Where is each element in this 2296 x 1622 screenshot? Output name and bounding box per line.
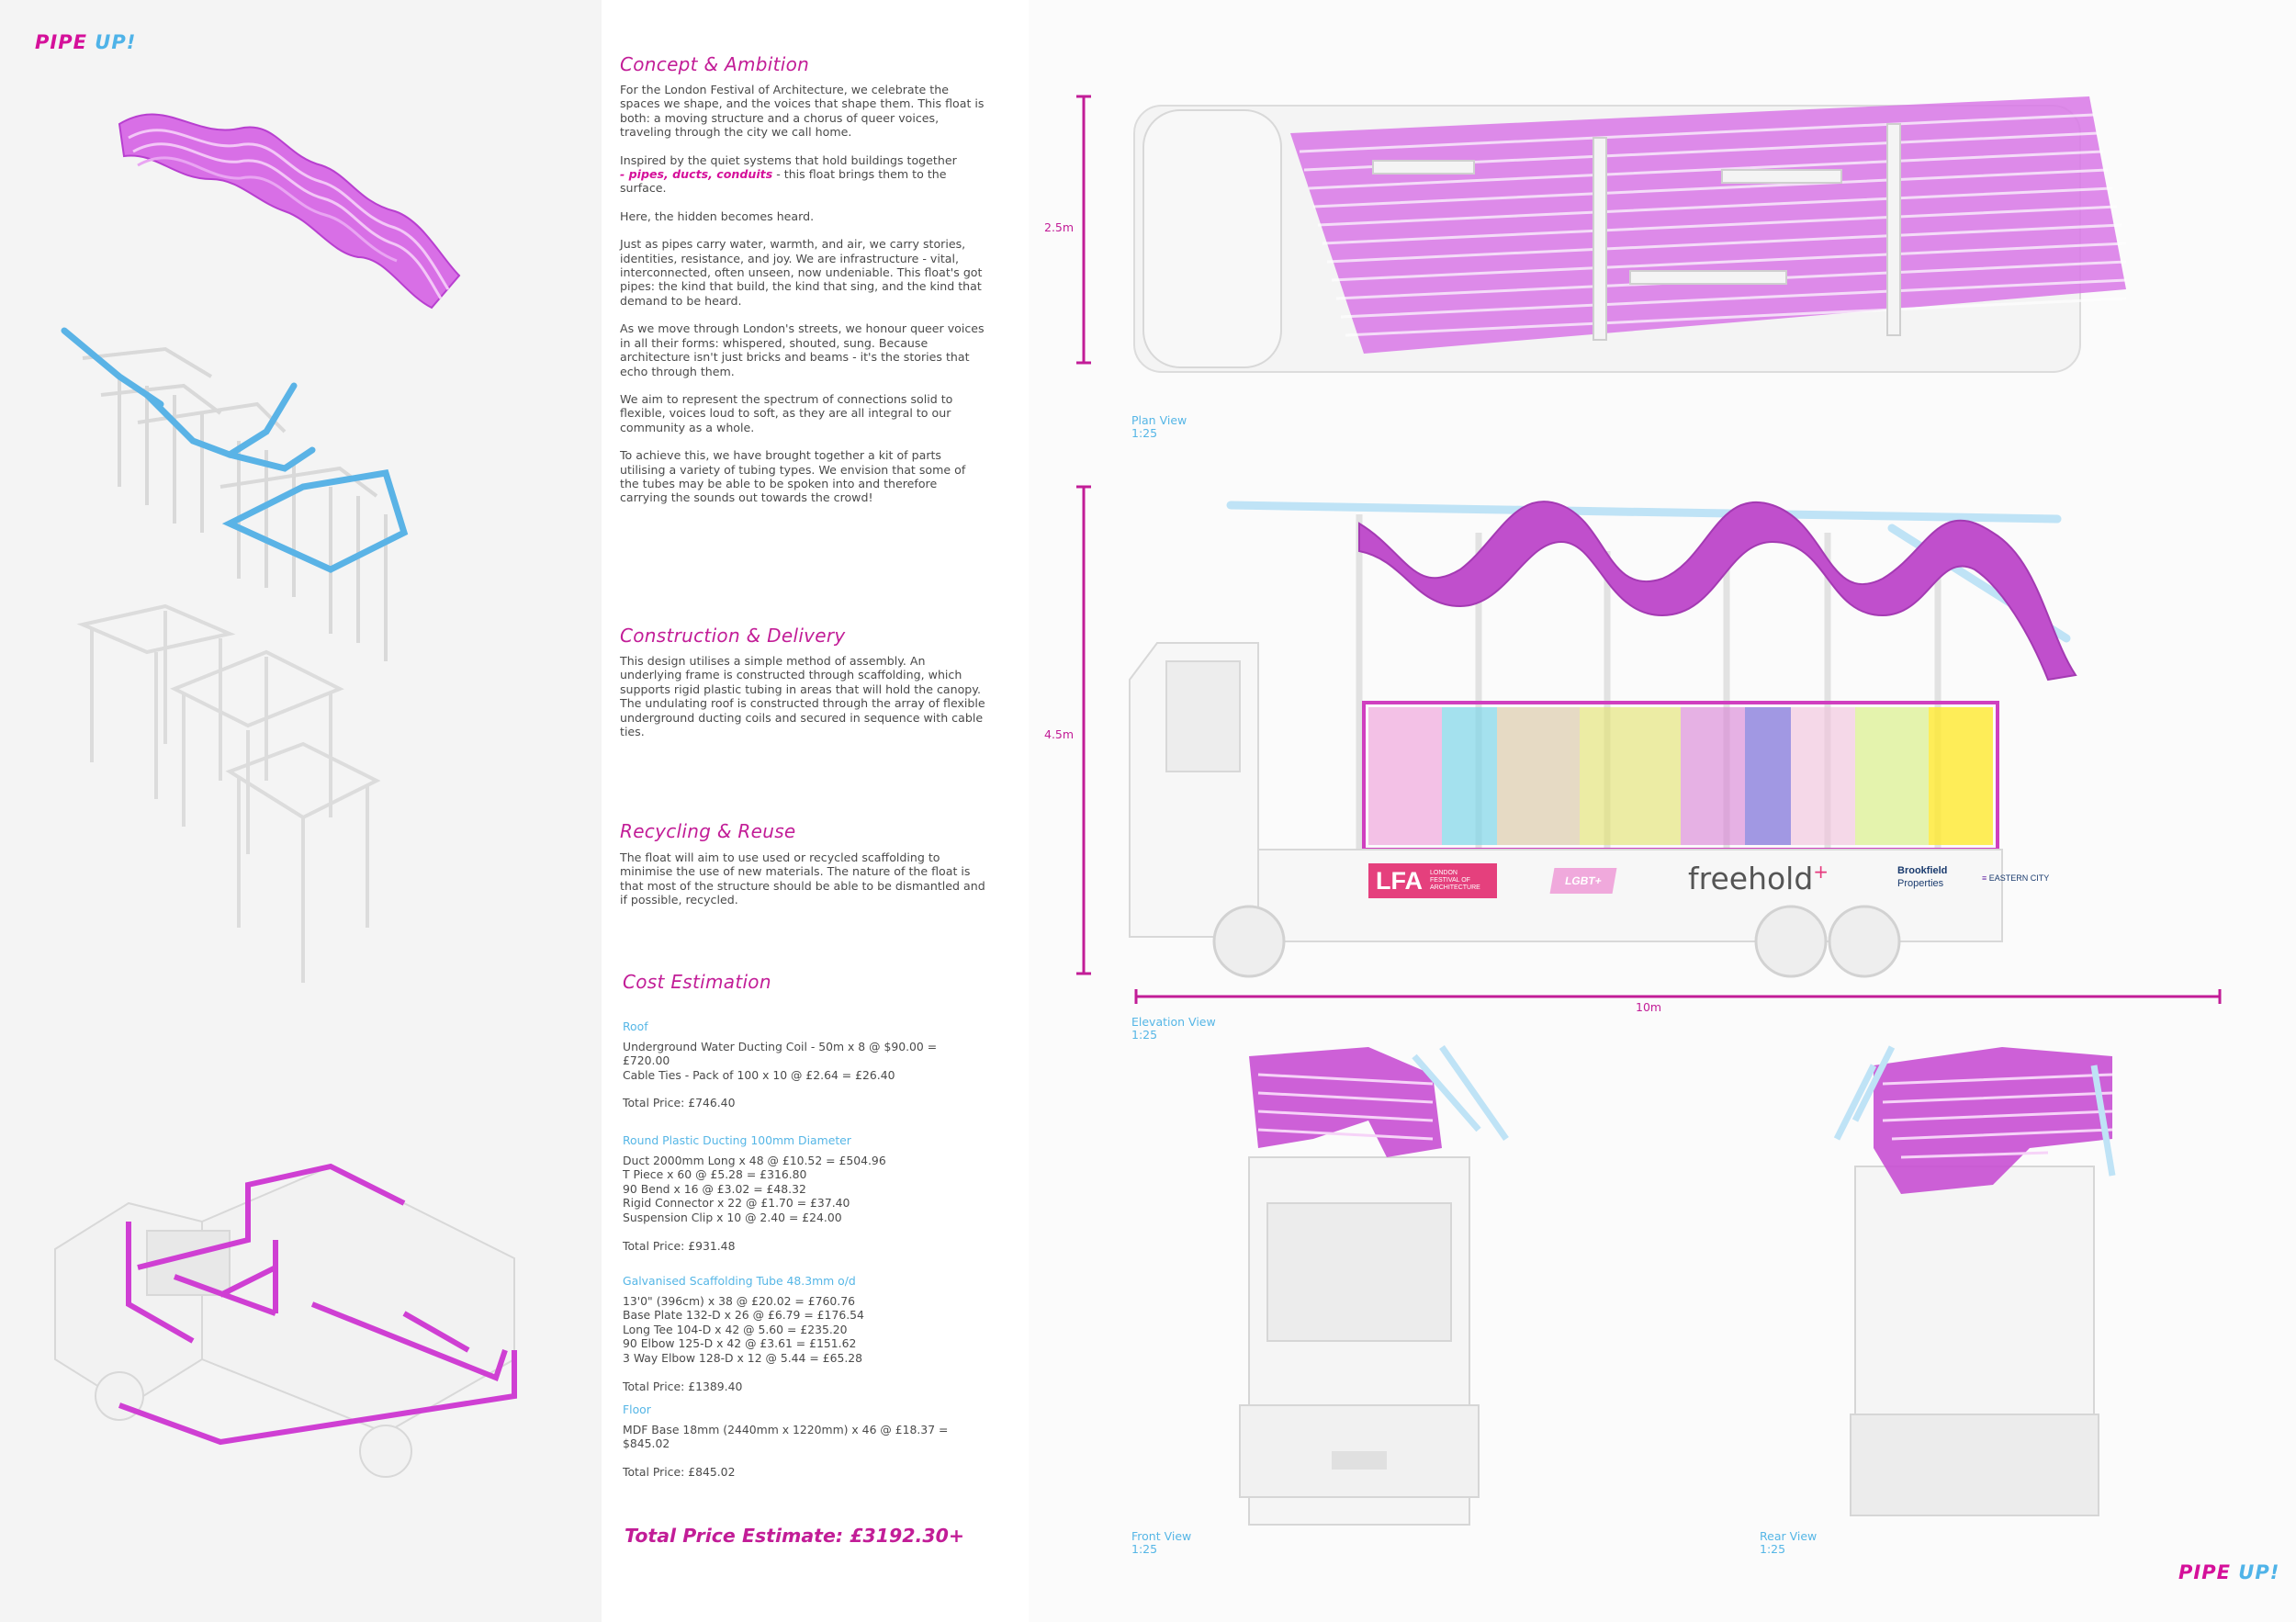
grand-total-estimate: Total Price Estimate: £3192.30+ [625, 1525, 965, 1547]
cost-line-item: Rigid Connector x 22 @ £1.70 = £37.40 [623, 1196, 850, 1211]
concept-heading: Concept & Ambition [620, 53, 810, 75]
concept-paragraph: To achieve this, we have brought togethe… [620, 448, 966, 505]
recycling-text: The float will aim to use used or recycl… [620, 850, 987, 921]
lfa-logo: LFA LONDON FESTIVAL OF ARCHITECTURE [1368, 863, 1497, 898]
cost-line-item: Suspension Clip x 10 @ 2.40 = £24.00 [623, 1210, 842, 1224]
recycling-paragraph: The float will aim to use used or recycl… [620, 850, 985, 907]
recycling-heading: Recycling & Reuse [620, 820, 796, 842]
pipe-up-logo: PIPE UP! [35, 31, 137, 53]
cost-line-item: MDF Base 18mm (2440mm x 1220mm) x 46 @ £… [623, 1422, 949, 1451]
concept-text: For the London Festival of Architecture,… [620, 83, 987, 519]
construction-heading: Construction & Delivery [620, 625, 846, 647]
rigid-blue-tubing-drawing [61, 327, 409, 573]
length-dimension [1134, 989, 2222, 1004]
cost-category-label: Roof [623, 1019, 648, 1033]
cost-ducting-section: Round Plastic Ducting 100mm Diameter Duc… [623, 1133, 981, 1253]
construction-text: This design utilises a simple method of … [620, 654, 987, 752]
cost-line-item: Long Tee 104-D x 42 @ 5.60 = £235.20 [623, 1322, 848, 1336]
cost-scaffold-section: Galvanised Scaffolding Tube 48.3mm o/d 1… [623, 1274, 981, 1393]
cost-line-item: 3 Way Elbow 128-D x 12 @ 5.44 = £65.28 [623, 1350, 863, 1365]
cost-subtotal: Total Price: £746.40 [623, 1096, 736, 1110]
pipe-up-logo-footer: PIPE UP! [2178, 1561, 2280, 1583]
construction-paragraph: This design utilises a simple method of … [620, 654, 985, 739]
concept-paragraph: Just as pipes carry water, warmth, and a… [620, 237, 983, 308]
lower-scaffold-drawing [76, 603, 381, 983]
plan-height-label: 2.5m [1044, 220, 1075, 234]
elevation-height-label: 4.5m [1044, 727, 1075, 741]
cost-floor-section: Floor MDF Base 18mm (2440mm x 1220mm) x … [623, 1402, 981, 1479]
highlighted-phrase: - pipes, ducts, conduits [620, 167, 773, 182]
front-view-drawing [1239, 1044, 1509, 1526]
cost-heading: Cost Estimation [623, 971, 771, 993]
cost-line-item: Underground Water Ducting Coil - 50m x 8… [623, 1039, 938, 1068]
cost-subtotal: Total Price: £1389.40 [623, 1379, 743, 1393]
cost-roof-section: Roof Underground Water Ducting Coil - 50… [623, 1019, 981, 1110]
undulating-roof-drawing [118, 113, 461, 310]
cost-line-item: Base Plate 132-D x 26 @ £6.79 = £176.54 [623, 1308, 864, 1323]
concept-paragraph: Here, the hidden becomes heard. [620, 208, 815, 223]
cost-category-label: Floor [623, 1402, 651, 1416]
rear-view-drawing [1833, 1045, 2116, 1516]
concept-paragraph: For the London Festival of Architecture,… [620, 83, 985, 140]
concept-paragraph: Inspired by the quiet systems that hold … [620, 152, 957, 196]
freehold-logo: freehold+ [1688, 861, 1829, 896]
lgbt-logo: LGBT+ [1549, 868, 1617, 894]
cost-line-item: T Piece x 60 @ £5.28 = £316.80 [623, 1167, 807, 1182]
concept-paragraph: As we move through London's streets, we … [620, 321, 985, 378]
length-label: 10m [1636, 1000, 1662, 1014]
concept-paragraph: We aim to represent the spectrum of conn… [620, 391, 953, 434]
plan-height-dimension [1076, 95, 1091, 365]
brookfield-logo: Brookfield Properties [1897, 865, 1948, 889]
rainbow-side-panel [1362, 701, 1999, 851]
cost-line-item: 13'0" (396cm) x 38 @ £20.02 = £760.76 [623, 1293, 855, 1308]
cost-line-item: 90 Bend x 16 @ £3.02 = £48.32 [623, 1181, 806, 1196]
cost-line-item: Cable Ties - Pack of 100 x 10 @ £2.64 = … [623, 1067, 895, 1082]
cost-subtotal: Total Price: £845.02 [623, 1464, 736, 1479]
cost-line-item: 90 Elbow 125-D x 42 @ £3.61 = £151.62 [623, 1336, 857, 1351]
cost-category-label: Round Plastic Ducting 100mm Diameter [623, 1133, 851, 1147]
eastern-city-logo: ≡ EASTERN CITY [1982, 873, 2050, 883]
elevation-view-drawing [1129, 501, 2077, 978]
elevation-height-dimension [1076, 485, 1091, 975]
cost-subtotal: Total Price: £931.48 [623, 1238, 736, 1253]
sponsor-strip: LFA LONDON FESTIVAL OF ARCHITECTURE LGBT… [1368, 861, 2085, 907]
isometric-truck-drawing [54, 1163, 517, 1478]
exploded-axonometric-diagram [61, 113, 461, 983]
cost-category-label: Galvanised Scaffolding Tube 48.3mm o/d [623, 1274, 856, 1288]
plan-view-drawing [1133, 96, 2127, 373]
cost-line-item: Duct 2000mm Long x 48 @ £10.52 = £504.96 [623, 1153, 886, 1167]
eastern-city-mark-icon: ≡ [1982, 873, 1987, 883]
